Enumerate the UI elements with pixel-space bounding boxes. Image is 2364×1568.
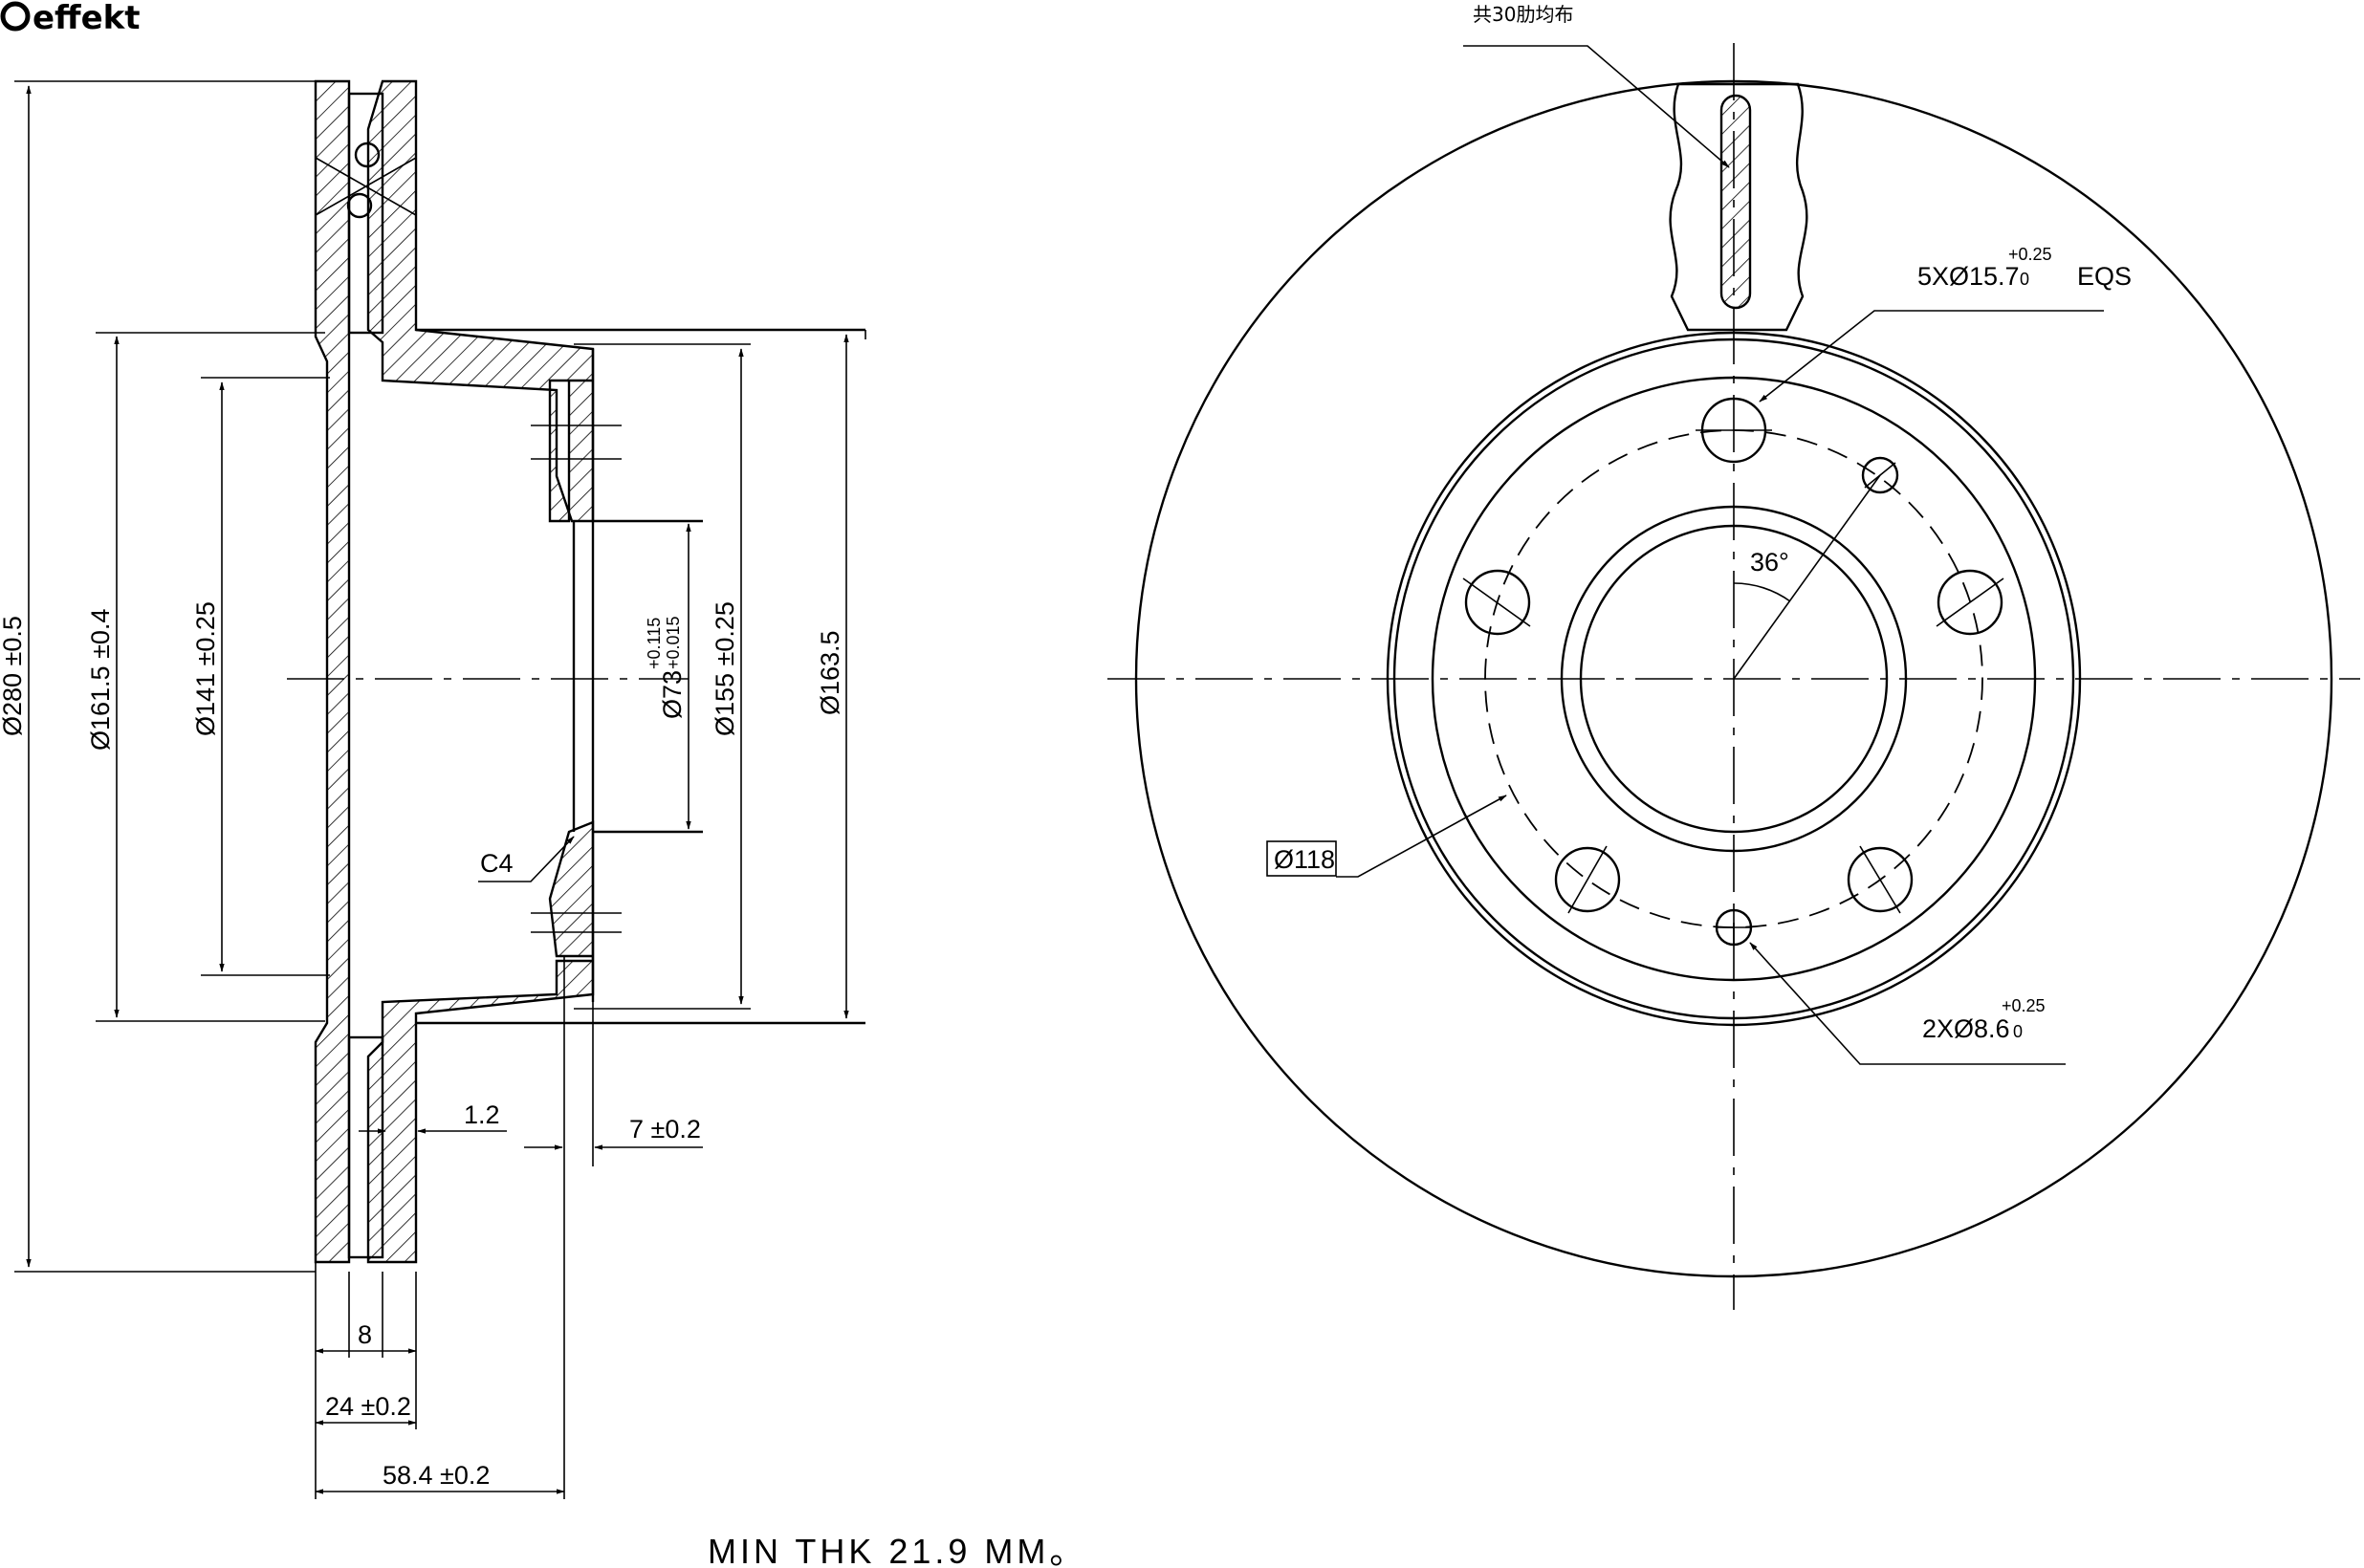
dim-hub-bore: Ø73	[658, 670, 687, 719]
dim-flange-thk: 7 ±0.2	[629, 1115, 701, 1143]
dim-hat-outer-dia: Ø161.5 ±0.4	[86, 609, 115, 751]
hat-section-bottom	[366, 820, 595, 1264]
pin-callout-leader	[1749, 942, 2066, 1065]
vane-slot-top	[347, 92, 384, 335]
vane-slot-bottom	[347, 1035, 384, 1259]
bolt-hole-2	[1936, 569, 2004, 636]
dim-hub-bore-tol-lower: +0.015	[664, 616, 683, 669]
front-view: 36° 共30肋均布 5XØ15.7 +0.25 0 EQS 2XØ8.6 +0…	[1107, 3, 2360, 1310]
angle-arc	[1733, 582, 1791, 602]
dim-outer-dia: Ø280 ±0.5	[0, 616, 27, 736]
angle-ray	[1733, 474, 1881, 680]
bolt-holes-label: 5XØ15.7	[1917, 262, 2020, 291]
vanes-note: 共30肋均布	[1473, 3, 1573, 26]
bolt-holes-tol-lower: 0	[2020, 270, 2029, 289]
dim-rim-dia: Ø155 ±0.25	[711, 601, 739, 736]
dim-overall-height: 58.4 ±0.2	[383, 1461, 490, 1490]
friction-plate-left	[314, 79, 351, 1264]
pin-hole-2	[1715, 908, 1753, 947]
logo-text: effekt	[33, 0, 141, 37]
vane-rib	[1719, 94, 1752, 310]
vane-pin-1	[354, 142, 381, 168]
side-section-view: Ø280 ±0.5 Ø161.5 ±0.4 Ø141 ±0.25 Ø73 +0.…	[0, 79, 1087, 1568]
bolt-hole-5	[1462, 569, 1531, 636]
dim-hub-bore-tol-upper: +0.115	[645, 618, 664, 669]
min-thickness-note: MIN THK 21.9 MM。	[708, 1532, 1087, 1568]
dim-hat-dia: Ø163.5	[816, 630, 844, 715]
bolt-hole-1	[1696, 397, 1772, 464]
bolt-holes-suffix: EQS	[2077, 262, 2132, 291]
brand-logo: effekt	[0, 0, 141, 37]
pcd-label: Ø118	[1274, 845, 1335, 874]
dim-disc-thk: 24 ±0.2	[325, 1392, 411, 1421]
hat-section-top	[366, 79, 595, 523]
dim-vane-gap: 8	[358, 1320, 372, 1349]
angle-label: 36°	[1750, 548, 1789, 577]
pcd-leader	[1336, 795, 1507, 878]
vanes-note-leader	[1463, 45, 1730, 168]
logo-icon	[0, 1, 31, 32]
dim-inner-dia: Ø141 ±0.25	[191, 601, 220, 736]
chamfer-leader	[478, 836, 575, 882]
dim-groove: 1.2	[464, 1100, 500, 1129]
pcd-label-box	[1266, 840, 1337, 877]
bolt-holes-tol-upper: +0.25	[2008, 245, 2052, 264]
dim-chamfer: C4	[480, 849, 514, 878]
vane-pin-2	[346, 192, 373, 219]
pin-holes-tol-upper: +0.25	[2002, 996, 2046, 1015]
pin-holes-label: 2XØ8.6	[1922, 1014, 2010, 1043]
bolt-hole-3	[1847, 845, 1914, 914]
vane-breakout	[1669, 82, 1808, 332]
bolt-callout-leader	[1759, 310, 2104, 403]
bolt-hole-4	[1554, 845, 1621, 914]
pin-holes-tol-lower: 0	[2013, 1022, 2023, 1041]
